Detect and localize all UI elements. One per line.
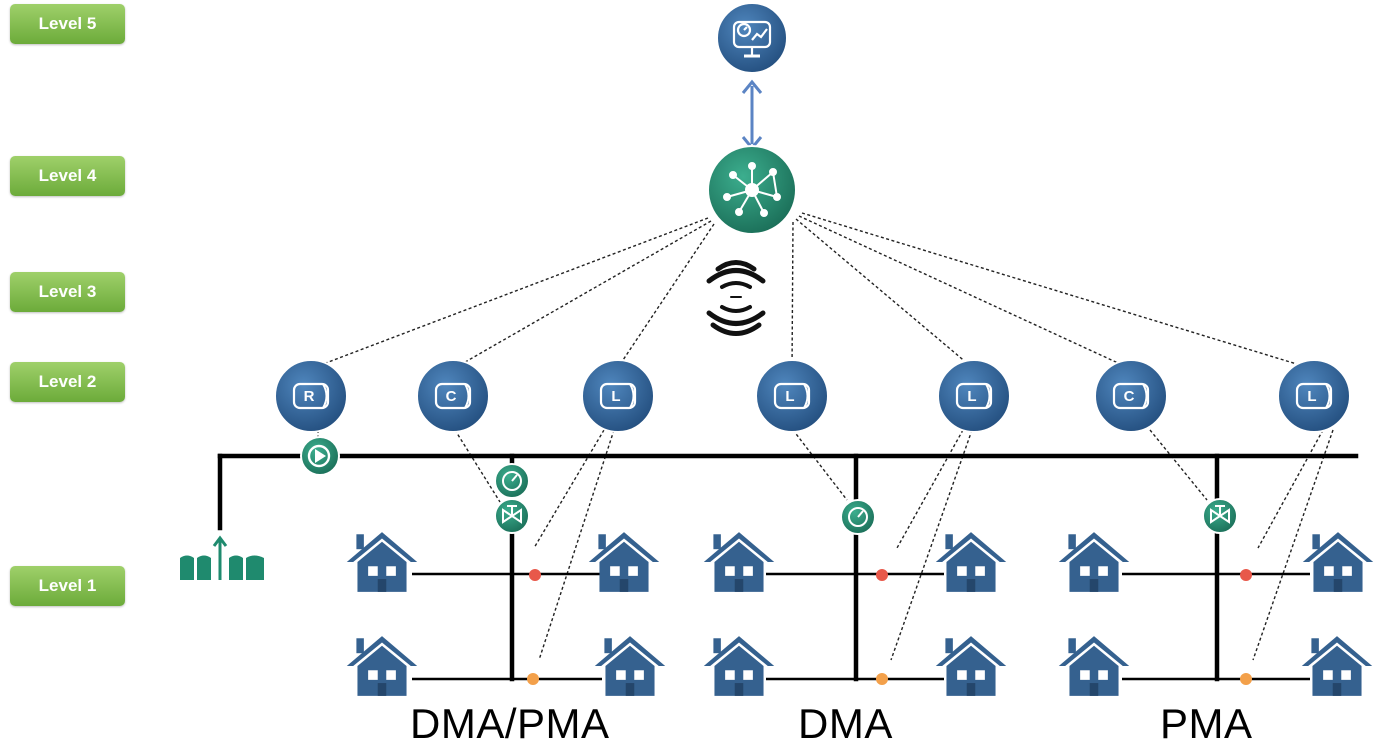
level-3-badge: Level 3 xyxy=(10,272,125,312)
water-source-icon xyxy=(178,535,266,580)
flow-meter-icon xyxy=(502,471,522,491)
house-icon xyxy=(935,636,1007,696)
logger-circle xyxy=(1094,359,1168,433)
logger-node-l[interactable]: L xyxy=(1277,359,1351,433)
level-4-badge: Level 4 xyxy=(10,156,125,196)
pump-node[interactable] xyxy=(300,436,340,476)
house-icon xyxy=(346,532,418,592)
wireless-signal-icon xyxy=(706,260,766,336)
logger-device-icon xyxy=(434,382,472,410)
logger-device-cap xyxy=(803,383,809,409)
pump-icon xyxy=(307,444,331,468)
level-5-badge: Level 5 xyxy=(10,4,125,44)
logger-device-icon xyxy=(1112,382,1150,410)
house-icon xyxy=(935,532,1007,592)
logger-circle xyxy=(937,359,1011,433)
logger-circle xyxy=(1277,359,1351,433)
scada-node[interactable] xyxy=(716,2,788,74)
house-icon xyxy=(1058,636,1130,696)
logger-type-label: L xyxy=(1307,388,1316,405)
flow-meter-node-dma[interactable] xyxy=(840,499,876,535)
logger-device-icon xyxy=(773,382,811,410)
logger-node-r[interactable]: R xyxy=(274,359,348,433)
logger-circle xyxy=(274,359,348,433)
logger-device-cap xyxy=(464,383,470,409)
house-icon xyxy=(346,636,418,696)
leak-sensors xyxy=(527,569,1252,685)
telemetry-links xyxy=(309,212,1314,370)
leak-sensor-icon xyxy=(1240,569,1252,581)
house-icon xyxy=(1058,532,1130,592)
house-icon xyxy=(594,636,666,696)
logger-node-c[interactable]: C xyxy=(1094,359,1168,433)
logger-device-icon xyxy=(292,382,330,410)
logger-device-cap xyxy=(1142,383,1148,409)
flow-meter-icon xyxy=(848,507,868,527)
logger-device-icon xyxy=(599,382,637,410)
logger-device-icon xyxy=(1295,382,1333,410)
logger-device-cap xyxy=(322,383,328,409)
field-links xyxy=(317,429,1334,661)
bidirectional-arrow xyxy=(741,79,763,151)
logger-device-icon xyxy=(955,382,993,410)
hub-node[interactable] xyxy=(707,145,797,235)
house-icon xyxy=(1302,532,1374,592)
zone-label-dma: DMA xyxy=(798,700,893,747)
logger-node-l[interactable]: L xyxy=(937,359,1011,433)
leak-sensor-icon xyxy=(876,673,888,685)
leak-sensor-icon xyxy=(529,569,541,581)
zone-label-pma: PMA xyxy=(1160,700,1253,747)
logger-type-label: C xyxy=(446,388,457,405)
logger-type-label: L xyxy=(967,388,976,405)
valve-icon xyxy=(502,505,522,524)
level-2-badge: Level 2 xyxy=(10,362,125,402)
house-icon xyxy=(703,636,775,696)
logger-type-label: C xyxy=(1124,388,1135,405)
logger-node-l[interactable]: L xyxy=(581,359,655,433)
house-icon xyxy=(588,532,660,592)
zone-label-dma-pma: DMA/PMA xyxy=(410,700,610,747)
logger-type-label: L xyxy=(611,388,620,405)
house-icon xyxy=(1301,636,1373,696)
logger-node-l[interactable]: L xyxy=(755,359,829,433)
logger-device-cap xyxy=(1325,383,1331,409)
monitor-dashboard-icon xyxy=(732,20,772,58)
level-1-badge: Level 1 xyxy=(10,566,125,606)
network-hub-icon xyxy=(723,162,781,217)
logger-circle xyxy=(416,359,490,433)
leak-sensor-icon xyxy=(1240,673,1252,685)
valve-icon xyxy=(1210,505,1230,524)
logger-type-label: L xyxy=(785,388,794,405)
logger-device-cap xyxy=(985,383,991,409)
flow-meter-node-dma-pma[interactable] xyxy=(494,463,530,499)
leak-sensor-icon xyxy=(527,673,539,685)
logger-circle xyxy=(755,359,829,433)
house-icon xyxy=(703,532,775,592)
valve-node-pma[interactable] xyxy=(1202,498,1238,534)
logger-device-cap xyxy=(629,383,635,409)
leak-sensor-icon xyxy=(876,569,888,581)
distribution-pipes xyxy=(412,572,1310,681)
logger-circle xyxy=(581,359,655,433)
logger-type-label: R xyxy=(304,388,315,405)
valve-node-dma-pma[interactable] xyxy=(494,498,530,534)
logger-node-c[interactable]: C xyxy=(416,359,490,433)
